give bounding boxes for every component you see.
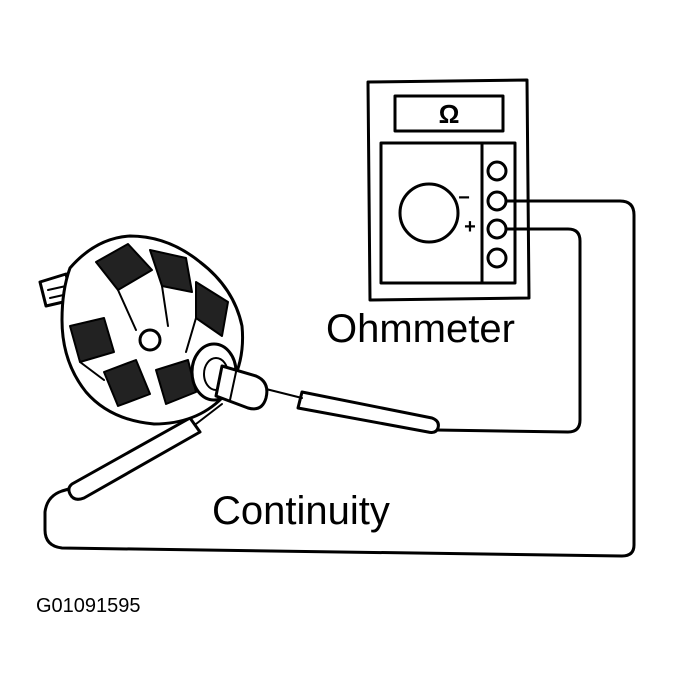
claw-pole-4 (69, 317, 115, 363)
slip-ring-divider (229, 371, 237, 401)
minus-mark: − (458, 187, 470, 209)
meter-display (393, 94, 505, 133)
plus-mark: + (464, 216, 476, 238)
right-probe-tip (261, 387, 303, 399)
test-probe-icon (67, 403, 223, 501)
test-probe-icon (261, 387, 440, 434)
ohmmeter-label: Ohmmeter (326, 307, 515, 351)
jack-4 (486, 247, 508, 269)
jack-1 (486, 160, 508, 182)
alternator-rotor-icon (38, 234, 269, 426)
meter-face (379, 141, 517, 285)
minus-test-lead (43, 199, 636, 558)
figure-id: G01091595 (36, 595, 141, 617)
rotor-detail-lines (79, 285, 197, 381)
claw-pole-1 (95, 243, 153, 291)
claw-pole-6 (155, 359, 197, 405)
slip-rings (214, 364, 269, 411)
rotor-hub (138, 328, 162, 352)
claw-pole-2 (149, 249, 193, 293)
claw-pole-5 (103, 359, 151, 407)
claw-pole-3 (195, 281, 229, 337)
ohmmeter-icon: Ω − + (366, 78, 531, 302)
continuity-label: Continuity (212, 489, 390, 533)
left-probe-body (67, 416, 202, 501)
left-probe-tip (195, 403, 223, 425)
meter-display-symbol: Ω (439, 99, 460, 129)
right-probe-body (296, 390, 440, 434)
selector-knob (398, 182, 460, 244)
plus-test-lead (434, 227, 582, 434)
